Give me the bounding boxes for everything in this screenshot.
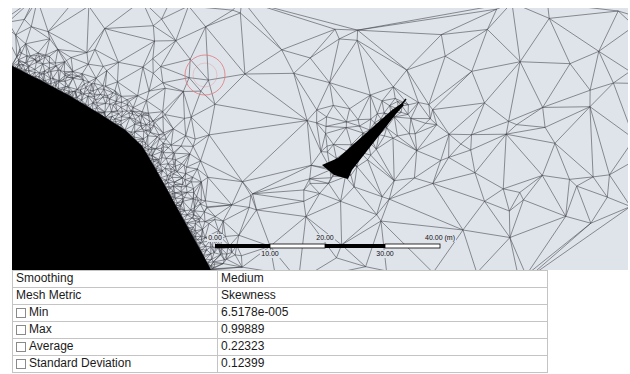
wall-group xyxy=(12,66,212,270)
table-cell: Smoothing xyxy=(16,271,73,286)
table-cell: Average xyxy=(29,339,73,354)
probe-circle xyxy=(185,55,225,95)
table-cell: Max xyxy=(29,322,52,337)
scale-bar xyxy=(215,244,440,248)
checkbox xyxy=(17,343,26,352)
scale-segment xyxy=(325,244,385,248)
table-cell: 0.12399 xyxy=(221,356,264,371)
table-cell: Skewness xyxy=(221,288,276,303)
table-row-line xyxy=(12,321,548,322)
scale-label: 10.00 xyxy=(260,250,280,258)
flap-body xyxy=(322,103,404,179)
table-cell: 0.22323 xyxy=(221,339,264,354)
table-cell: 6.5178e-005 xyxy=(221,305,288,320)
table-frame xyxy=(13,271,548,373)
table-row-line xyxy=(12,355,548,356)
checkboxes xyxy=(17,309,26,369)
table-cell: Min xyxy=(29,305,48,320)
table-row-line xyxy=(12,304,548,305)
flap-tip xyxy=(402,99,406,104)
table-cell: 0.99889 xyxy=(221,322,264,337)
checkbox xyxy=(17,326,26,335)
scale-label: 40.00 (m) xyxy=(424,234,456,242)
table-row-line xyxy=(12,287,548,288)
table-cell: Standard Deviation xyxy=(29,356,131,371)
scale-label: 0.00 xyxy=(207,234,223,242)
scale-segment xyxy=(215,244,270,248)
checkbox xyxy=(17,360,26,369)
scale-segment xyxy=(270,244,325,248)
scale-label: 30.00 xyxy=(375,250,395,258)
table-cell: Medium xyxy=(221,271,264,286)
scale-segment xyxy=(385,244,440,248)
table-row-line xyxy=(12,338,548,339)
wall-body xyxy=(12,66,212,270)
scale-label: 20.00 xyxy=(315,234,335,242)
details-table xyxy=(12,270,548,373)
triangle-mesh xyxy=(12,8,628,270)
probe-circle xyxy=(193,63,217,87)
checkbox xyxy=(17,309,26,318)
mesh-group xyxy=(12,8,628,270)
table-cell: Mesh Metric xyxy=(16,288,81,303)
